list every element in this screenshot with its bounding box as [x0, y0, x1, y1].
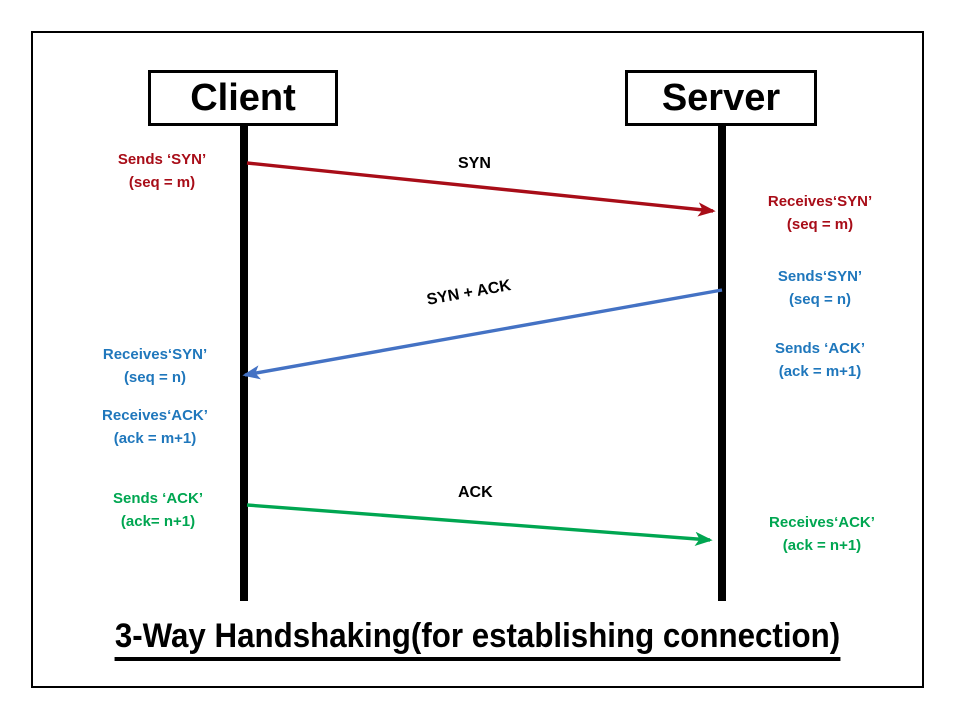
server-node-label: Server — [661, 76, 781, 119]
note-line-1: Sends ‘ACK’ — [112, 490, 203, 507]
note-line-1: Sends ‘ACK’ — [774, 340, 865, 357]
note-line-2: (seq = n) — [123, 369, 187, 387]
note-line-2: (ack = m+1) — [778, 363, 862, 381]
note-client-receives-ack: Receives‘ACK’ (ack = m+1) — [72, 404, 238, 451]
note-line-1: Receives‘SYN’ — [767, 193, 873, 210]
note-server-receives-syn: Receives‘SYN’ (seq = m) — [740, 190, 900, 237]
note-line-2: (ack= n+1) — [120, 513, 196, 531]
client-node-label: Client — [190, 76, 296, 119]
server-lifeline — [718, 124, 726, 601]
note-line-1: Receives‘ACK’ — [769, 514, 875, 531]
note-line-2: (ack = n+1) — [782, 537, 862, 555]
note-server-sends-ack: Sends ‘ACK’ (ack = m+1) — [740, 337, 900, 384]
note-line-2: (seq = m) — [128, 174, 196, 192]
note-line-1: Receives‘SYN’ — [102, 346, 208, 363]
diagram-title: 3-Way Handshaking(for establishing conne… — [67, 617, 889, 661]
diagram-frame — [31, 31, 924, 688]
client-node-box: Client — [148, 70, 338, 126]
client-lifeline — [240, 124, 248, 601]
note-line-2: (ack = m+1) — [113, 430, 197, 448]
note-line-1: Sends‘SYN’ — [777, 268, 863, 285]
note-line-1: Sends ‘SYN’ — [117, 151, 207, 168]
server-node-box: Server — [625, 70, 817, 126]
note-client-sends-ack: Sends ‘ACK’ (ack= n+1) — [78, 487, 238, 534]
note-client-sends-syn: Sends ‘SYN’ (seq = m) — [86, 148, 238, 195]
note-server-receives-ack: Receives‘ACK’ (ack = n+1) — [738, 511, 906, 558]
syn-arrow-label: SYN — [458, 155, 491, 172]
ack-arrow-label: ACK — [458, 484, 493, 501]
note-line-2: (seq = m) — [786, 216, 854, 234]
note-client-receives-syn: Receives‘SYN’ (seq = n) — [72, 343, 238, 390]
diagram-title-text: 3-Way Handshaking(for establishing conne… — [114, 617, 841, 661]
note-line-2: (seq = n) — [788, 291, 852, 309]
note-line-1: Receives‘ACK’ — [102, 407, 208, 424]
note-server-sends-syn: Sends‘SYN’ (seq = n) — [740, 265, 900, 312]
